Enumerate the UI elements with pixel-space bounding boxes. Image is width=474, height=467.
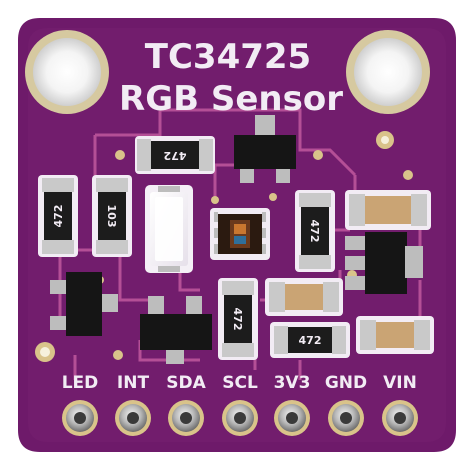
pad-gnd: [328, 400, 364, 436]
resistor-bottom-right-code: 472: [299, 334, 322, 347]
mounting-hole-left: [25, 30, 109, 114]
board-title: TC34725: [145, 37, 311, 77]
mounting-hole-right: [346, 30, 430, 114]
pad-3v3: [274, 400, 310, 436]
pin-label-scl: SCL: [222, 373, 258, 393]
resistor-bottom: 472: [218, 278, 258, 360]
resistor-right-code: 472: [308, 220, 321, 243]
transistor-bottom: [140, 296, 212, 364]
pad-sda: [168, 400, 204, 436]
capacitor-middle: [265, 278, 343, 316]
color-sensor-chip: [210, 208, 270, 260]
resistor-left-code: 472: [52, 205, 65, 228]
pin-labels: LED INT SDA SCL 3V3 GND VIN: [62, 373, 417, 393]
pin-label-3v3: 3V3: [274, 373, 311, 393]
pad-led: [62, 400, 98, 436]
pin-label-sda: SDA: [166, 373, 206, 393]
resistor-top-code: 472: [164, 149, 187, 162]
header-pads: [62, 400, 418, 436]
capacitor-top-right: [345, 190, 431, 230]
resistor-left-2-code: 103: [105, 205, 118, 228]
pad-vin: [382, 400, 418, 436]
pad-scl: [222, 400, 258, 436]
resistor-left-2: 103: [92, 175, 132, 257]
pin-label-vin: VIN: [383, 373, 417, 393]
resistor-right: 472: [295, 190, 335, 272]
resistor-left: 472: [38, 175, 78, 257]
voltage-regulator: [345, 232, 423, 294]
pin-label-led: LED: [62, 373, 99, 393]
resistor-bottom-code: 472: [231, 308, 244, 331]
transistor-left: [50, 272, 118, 336]
capacitor-bottom-right: [356, 316, 434, 354]
resistor-bottom-right: 472: [270, 322, 350, 358]
pad-int: [115, 400, 151, 436]
pin-label-int: INT: [117, 373, 150, 393]
transistor-top: [234, 115, 296, 183]
resistor-top: 472: [135, 136, 215, 174]
white-led: [145, 185, 193, 273]
pin-label-gnd: GND: [325, 373, 367, 393]
board-subtitle: RGB Sensor: [119, 79, 343, 119]
